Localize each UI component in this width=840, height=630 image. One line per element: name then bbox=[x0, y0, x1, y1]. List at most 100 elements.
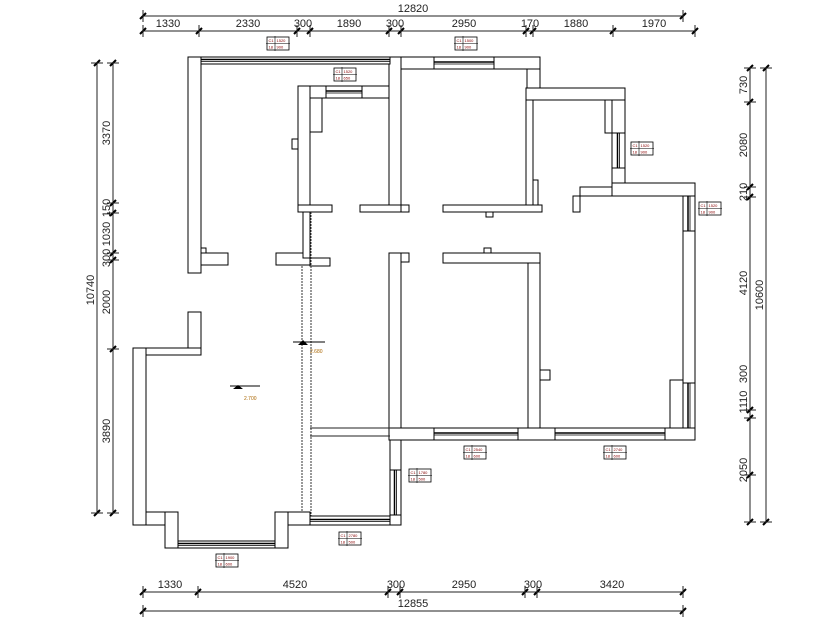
dim-label: 300 bbox=[387, 579, 405, 591]
wall bbox=[187, 311, 202, 349]
tag-text: 2540 bbox=[474, 447, 484, 452]
wall bbox=[302, 211, 311, 259]
dim-label: 300 bbox=[294, 18, 312, 30]
tag-text: C1 bbox=[466, 447, 472, 452]
dim-label: 1330 bbox=[156, 18, 180, 30]
tag-text: 18 bbox=[336, 76, 341, 81]
dim-label: 3420 bbox=[600, 579, 624, 591]
tag-text: 650 bbox=[344, 76, 351, 81]
window bbox=[682, 382, 696, 429]
wall bbox=[297, 85, 311, 206]
tag-text: 900 bbox=[709, 210, 716, 215]
dim-label: 4520 bbox=[283, 579, 307, 591]
tag-text: 18 bbox=[411, 477, 416, 482]
tag-text: 600 bbox=[474, 454, 481, 459]
elevation-triangle-icon bbox=[298, 340, 308, 345]
dim-label: 2330 bbox=[236, 18, 260, 30]
wall bbox=[442, 252, 541, 264]
elevation-label: 2.680 bbox=[310, 349, 323, 355]
wall bbox=[287, 511, 311, 526]
partition-lines bbox=[301, 212, 390, 516]
window bbox=[433, 56, 495, 70]
dim-label: 2000 bbox=[101, 290, 113, 314]
elevation-marker: 2.700 bbox=[230, 385, 260, 402]
wall bbox=[611, 182, 696, 197]
wall bbox=[669, 379, 684, 429]
tag-text: 1900 bbox=[226, 555, 236, 560]
dim-top-total: 12820 bbox=[398, 3, 429, 15]
wall bbox=[200, 252, 229, 266]
tag-text: 2780 bbox=[349, 533, 359, 538]
window bbox=[177, 540, 276, 549]
tag-text: 1500 bbox=[465, 38, 475, 43]
tag-text: 18 bbox=[633, 150, 638, 155]
window bbox=[389, 469, 402, 516]
wall bbox=[359, 204, 402, 213]
wall bbox=[164, 511, 179, 549]
wall bbox=[532, 179, 539, 206]
tag-text: 1520 bbox=[641, 143, 651, 148]
wall bbox=[400, 204, 410, 213]
tag-text: 1520 bbox=[277, 38, 287, 43]
wall bbox=[309, 257, 331, 267]
window bbox=[682, 195, 696, 232]
tag-text: C1 bbox=[218, 555, 224, 560]
dim-label: 2950 bbox=[452, 18, 476, 30]
tag-text: 18 bbox=[269, 45, 274, 50]
elevation-marker: 2.680 bbox=[293, 340, 325, 355]
window bbox=[309, 515, 391, 526]
wall bbox=[604, 99, 613, 134]
dimension-lines: 12820 1330 2330 300 1890 300 2950 170 18… bbox=[85, 3, 772, 617]
elevation-label: 2.700 bbox=[244, 396, 257, 402]
wall bbox=[572, 195, 581, 213]
wall bbox=[485, 211, 494, 218]
wall bbox=[483, 247, 492, 254]
wall bbox=[200, 247, 207, 254]
tag-text: 18 bbox=[457, 45, 462, 50]
tag-text: C1 bbox=[269, 38, 275, 43]
window bbox=[611, 132, 626, 169]
wall bbox=[400, 252, 410, 263]
tag-text: 18 bbox=[218, 562, 223, 567]
dim-label: 4120 bbox=[738, 271, 750, 295]
dim-label: 300 bbox=[738, 365, 750, 383]
tag-text: C1 bbox=[701, 203, 707, 208]
dim-label: 170 bbox=[521, 18, 539, 30]
wall bbox=[132, 347, 147, 526]
dim-label: 730 bbox=[738, 76, 750, 94]
tag-text: 500 bbox=[419, 477, 426, 482]
wall bbox=[297, 204, 333, 213]
tag-text: 18 bbox=[701, 210, 706, 215]
wall bbox=[291, 138, 299, 150]
elevation-triangle-icon bbox=[233, 385, 243, 389]
tag-text: 1780 bbox=[419, 470, 429, 475]
dim-label: 1970 bbox=[642, 18, 666, 30]
wall bbox=[527, 262, 541, 429]
dim-label: 300 bbox=[524, 579, 542, 591]
tag-text: 1520 bbox=[709, 203, 719, 208]
dim-label: 1030 bbox=[101, 222, 113, 246]
window bbox=[554, 427, 666, 441]
dim-label: 300 bbox=[101, 249, 113, 267]
tag-text: 18 bbox=[466, 454, 471, 459]
dim-bottom-total: 12855 bbox=[398, 598, 429, 610]
wall bbox=[442, 204, 543, 213]
wall bbox=[525, 99, 534, 206]
wall bbox=[579, 186, 613, 197]
dim-label: 1890 bbox=[337, 18, 361, 30]
tag-text: C1 bbox=[457, 38, 463, 43]
dim-label: 1330 bbox=[158, 579, 182, 591]
tag-text: 18 bbox=[341, 540, 346, 545]
tag-text: C1 bbox=[633, 143, 639, 148]
dim-label: 1110 bbox=[738, 391, 750, 414]
windows bbox=[177, 56, 696, 549]
tag-text: 900 bbox=[277, 45, 284, 50]
